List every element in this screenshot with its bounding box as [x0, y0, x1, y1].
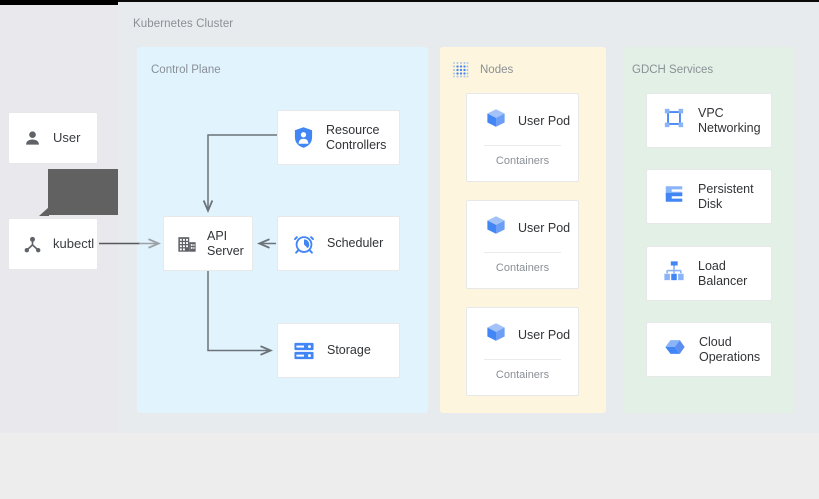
persistent-disk-icon	[663, 183, 685, 210]
card-storage-label: Storage	[327, 343, 371, 358]
card-kubectl[interactable]: kubectl	[8, 218, 98, 270]
dotted-grid-icon	[452, 61, 469, 78]
card-persistent-disk[interactable]: Persistent Disk	[646, 169, 772, 224]
node-tree-icon	[23, 235, 42, 254]
pod-label: User Pod	[518, 113, 571, 128]
alarm-clock-icon	[293, 233, 315, 255]
vpc-line2: Networking	[698, 120, 761, 135]
pod-card[interactable]: User Pod Containers	[466, 93, 579, 182]
tooltip-tail	[39, 207, 49, 216]
cube-icon	[485, 214, 507, 241]
person-icon	[23, 129, 42, 148]
tooltip-overlay	[39, 169, 118, 216]
api-line2: Server	[207, 243, 244, 258]
pd-line2: Disk	[698, 196, 723, 211]
vpc-line1: VPC	[698, 106, 724, 120]
card-resource-controllers-label: Resource Controllers	[326, 123, 386, 152]
card-load-balancer-label: Load Balancer	[698, 259, 747, 288]
pod-header: User Pod	[467, 201, 578, 241]
card-kubectl-label: kubectl	[53, 235, 95, 251]
card-user-label: User	[53, 129, 81, 145]
rc-line1: Resource	[326, 123, 380, 137]
pod-divider	[484, 145, 561, 146]
panel-label-control-plane: Control Plane	[151, 64, 221, 76]
pod-label: User Pod	[518, 220, 571, 235]
lb-line2: Balancer	[698, 273, 748, 288]
card-cloud-operations-label: Cloud Operations	[699, 335, 760, 364]
pod-footer: Containers	[495, 369, 550, 381]
api-line1: API	[207, 229, 228, 243]
pod-label: User Pod	[518, 327, 571, 342]
cube-icon	[485, 321, 507, 348]
pod-card[interactable]: User Pod Containers	[466, 307, 579, 396]
panel-label-nodes: Nodes	[480, 64, 514, 76]
shield-person-icon	[293, 126, 314, 149]
pod-footer: Containers	[495, 262, 550, 274]
card-vpc-networking-label: VPC Networking	[698, 106, 761, 135]
cloud-operations-icon	[663, 336, 686, 363]
pod-footer: Containers	[495, 155, 550, 167]
vpc-network-icon	[663, 107, 685, 134]
card-storage[interactable]: Storage	[277, 323, 400, 378]
card-resource-controllers[interactable]: Resource Controllers	[277, 110, 400, 165]
card-scheduler[interactable]: Scheduler	[277, 216, 400, 271]
card-scheduler-label: Scheduler	[327, 236, 384, 251]
card-user[interactable]: User	[8, 112, 98, 164]
card-load-balancer[interactable]: Load Balancer	[646, 246, 772, 301]
pod-divider	[484, 252, 561, 253]
lb-line1: Load	[698, 259, 726, 273]
pod-divider	[484, 359, 561, 360]
card-api-server[interactable]: API Server	[163, 216, 253, 271]
pod-card[interactable]: User Pod Containers	[466, 200, 579, 289]
card-api-server-label: API Server	[207, 229, 244, 258]
cube-icon	[485, 107, 507, 134]
ops-line2: Operations	[699, 349, 761, 364]
rc-line2: Controllers	[326, 137, 387, 152]
pod-header: User Pod	[467, 308, 578, 348]
ops-line1: Cloud	[699, 335, 732, 349]
card-vpc-networking[interactable]: VPC Networking	[646, 93, 772, 148]
top-black-bar	[0, 0, 118, 5]
panel-label-gdch-services: GDCH Services	[632, 64, 714, 76]
pod-header: User Pod	[467, 94, 578, 134]
cluster-title: Kubernetes Cluster	[133, 18, 234, 30]
building-grid-icon	[177, 234, 197, 254]
top-black-line	[118, 0, 819, 2]
pd-line1: Persistent	[698, 182, 754, 196]
card-cloud-operations[interactable]: Cloud Operations	[646, 322, 772, 377]
load-balancer-icon	[663, 260, 685, 287]
server-rack-icon	[293, 341, 315, 361]
card-persistent-disk-label: Persistent Disk	[698, 182, 754, 211]
